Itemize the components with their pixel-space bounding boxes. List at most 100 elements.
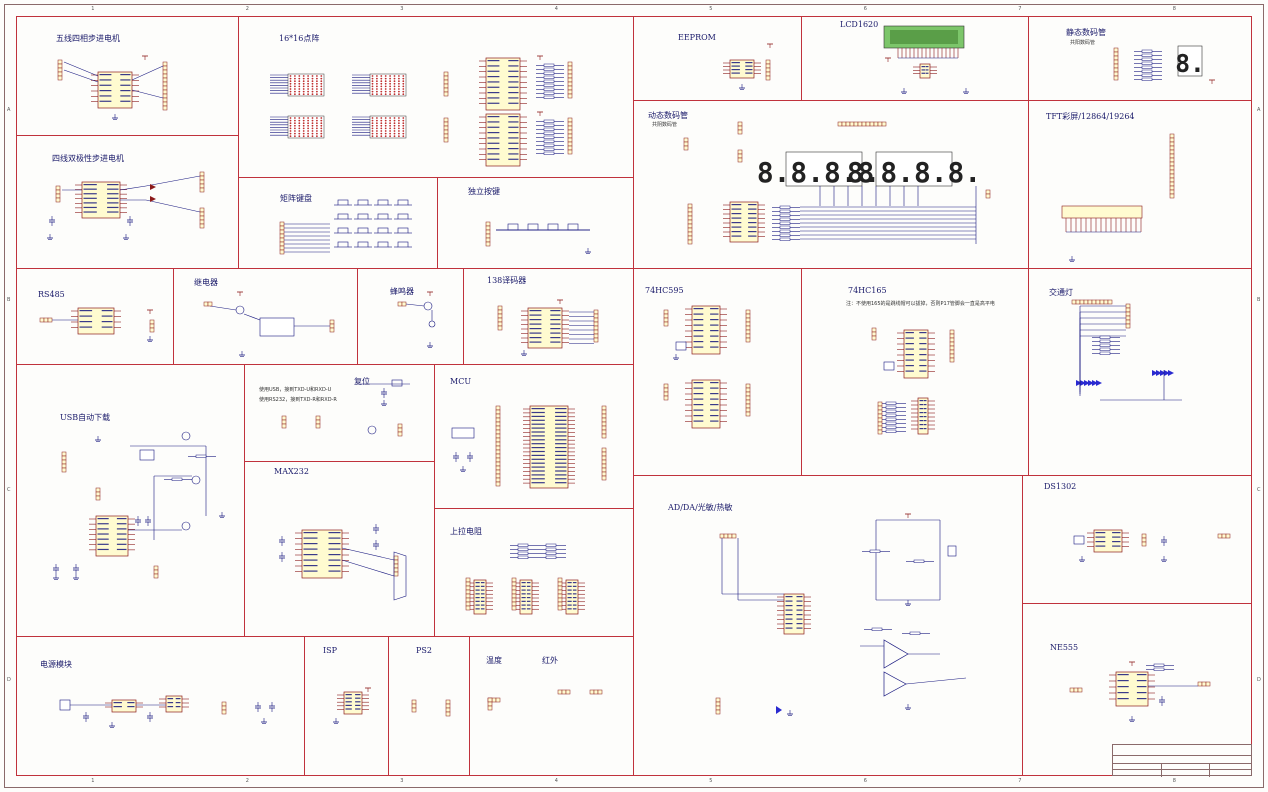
- header-pin: [601, 459, 607, 465]
- matrix-led: [384, 119, 387, 122]
- resistor: [1099, 335, 1111, 339]
- matrix-led: [294, 127, 296, 130]
- pin-label: [531, 415, 545, 417]
- resistor: [545, 555, 557, 559]
- matrix-led: [376, 119, 378, 122]
- title-hc595: 74HC595: [645, 286, 684, 295]
- wire: [341, 547, 395, 561]
- pin-label: [1136, 680, 1147, 682]
- header-pin: [495, 437, 501, 443]
- header-pin: [861, 121, 867, 127]
- header-pin: [511, 577, 517, 583]
- pin-label: [748, 226, 757, 228]
- wire: [145, 175, 201, 187]
- matrix-led: [393, 75, 396, 77]
- pin-label: [480, 604, 485, 606]
- header-pin: [765, 63, 771, 69]
- matrix-led: [398, 127, 400, 130]
- matrix-led: [389, 117, 391, 119]
- pin-label: [921, 69, 925, 71]
- matrix-led: [371, 130, 374, 132]
- header-pin: [869, 121, 875, 127]
- header-pin: [495, 433, 501, 439]
- resistor: [871, 627, 883, 631]
- resistor: [543, 135, 555, 139]
- title-matrix: 16*16点阵: [279, 34, 320, 43]
- header-pin: [495, 697, 501, 703]
- pin-label: [919, 332, 927, 334]
- keypad-switch: [337, 241, 349, 248]
- matrix-led: [393, 77, 396, 80]
- matrix-led: [389, 130, 391, 132]
- pin-label: [731, 62, 740, 64]
- title-tft: TFT彩屏/12864/19264: [1046, 112, 1135, 121]
- dyn7seg-note: 共阴数码管: [652, 122, 678, 128]
- pin-label: [83, 193, 97, 195]
- pin-label: [905, 354, 914, 356]
- matrix-led: [307, 130, 309, 132]
- diode: [150, 184, 156, 190]
- tft-header: [1061, 205, 1143, 219]
- matrix-led: [302, 122, 305, 125]
- column-marker: 7: [1018, 778, 1022, 784]
- pin-label: [531, 408, 545, 410]
- pin-label: [487, 137, 500, 139]
- header-pin: [1083, 299, 1089, 305]
- key-switch: [547, 223, 559, 231]
- header-pin: [1205, 681, 1211, 687]
- transistor: [367, 425, 377, 435]
- matrix-led: [389, 122, 391, 125]
- matrix-led: [398, 77, 400, 80]
- pin-label: [731, 204, 742, 206]
- matrix-led: [294, 132, 296, 135]
- matrix-led: [376, 122, 378, 125]
- header-pin: [497, 305, 503, 311]
- matrix-led: [307, 82, 309, 85]
- header-pin: [1169, 145, 1175, 151]
- pin-label: [550, 314, 561, 316]
- pin-label: [487, 121, 500, 123]
- pin-label: [303, 543, 318, 545]
- header-pin: [199, 171, 205, 177]
- resistor: [543, 87, 555, 91]
- matrix-led: [380, 122, 383, 125]
- matrix-led: [380, 75, 383, 77]
- dot-matrix: [369, 73, 407, 97]
- matrix-led: [311, 119, 314, 122]
- title-max232: MAX232: [274, 467, 309, 476]
- traffic-led: [1088, 380, 1094, 386]
- matrix-led: [384, 124, 387, 127]
- header-pin: [465, 577, 471, 583]
- header-pin: [567, 73, 573, 79]
- header-pin: [162, 73, 168, 79]
- header-pin: [55, 197, 61, 203]
- matrix-led: [302, 117, 305, 119]
- crystal: [451, 427, 475, 439]
- matrix-led: [384, 90, 387, 93]
- header-pin: [443, 83, 449, 89]
- pin-label: [97, 533, 109, 535]
- matrix-led: [294, 135, 296, 138]
- matrix-led: [380, 93, 383, 96]
- ic-chip: [485, 57, 521, 111]
- column-marker: 5: [709, 778, 713, 784]
- pin-label: [1136, 674, 1147, 676]
- pin-label: [531, 454, 545, 456]
- pin-label: [555, 411, 567, 414]
- matrix-led: [289, 93, 292, 96]
- matrix-led: [371, 75, 374, 77]
- resistor: [1153, 667, 1165, 671]
- header-pin: [593, 689, 599, 695]
- header-pin: [1075, 299, 1081, 305]
- header-pin: [557, 689, 563, 695]
- header-pin: [1125, 315, 1131, 321]
- pin-label: [508, 148, 519, 150]
- pin-label: [107, 206, 119, 209]
- title-adc: AD/DA/光敏/热敏: [668, 503, 733, 512]
- key-switch: [507, 223, 519, 231]
- jumper: [675, 341, 687, 351]
- header-pin: [162, 97, 168, 103]
- pin-label: [328, 543, 341, 545]
- matrix-led: [384, 88, 387, 90]
- header-pin: [949, 345, 955, 351]
